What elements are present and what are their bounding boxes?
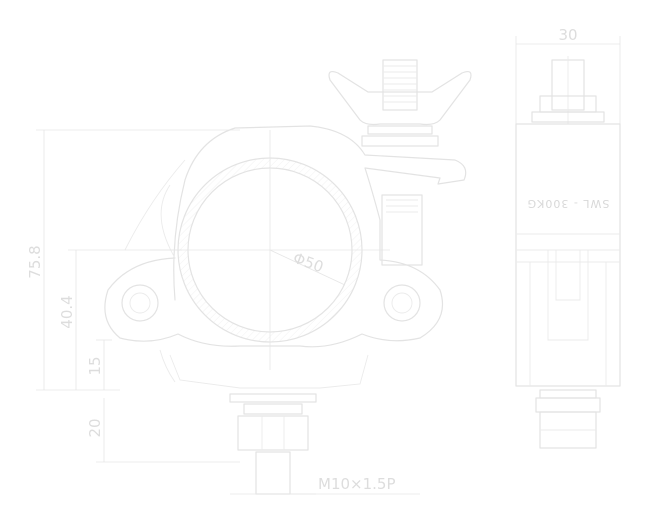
side-view: 30 SWL - 300KG bbox=[515, 26, 621, 449]
bottom-bolt bbox=[229, 393, 317, 495]
ear-holes bbox=[121, 284, 421, 322]
dim-thread: M10×1.5P bbox=[318, 475, 396, 493]
dim-height-overall: 75.8 bbox=[26, 245, 44, 278]
front-dimensions bbox=[36, 129, 420, 495]
dim-width-side: 30 bbox=[558, 26, 577, 44]
dim-tube-diameter: Φ50 bbox=[291, 249, 326, 276]
side-bolt bbox=[381, 194, 423, 266]
dim-height-mid: 40.4 bbox=[58, 295, 76, 328]
side-body bbox=[515, 123, 621, 387]
dim-height-low: 15 bbox=[86, 356, 104, 375]
wing-nut bbox=[328, 59, 472, 147]
dim-bolt-length: 20 bbox=[86, 418, 104, 437]
swl-label: SWL - 300KG bbox=[527, 197, 610, 210]
tube-ring bbox=[150, 130, 390, 370]
front-view: 75.8 40.4 15 20 Φ50 M10×1.5P bbox=[26, 59, 472, 495]
clamp-body bbox=[104, 125, 467, 348]
